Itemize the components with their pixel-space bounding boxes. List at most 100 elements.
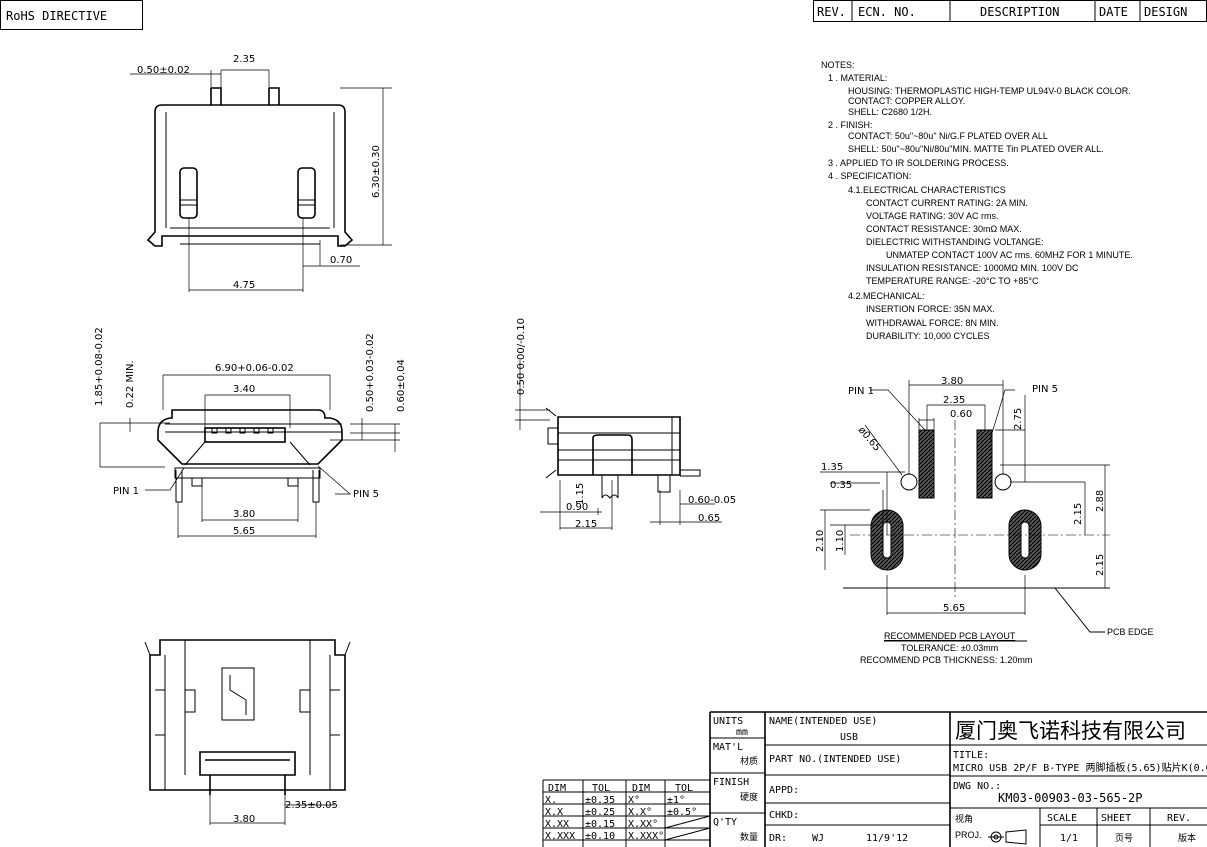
tol-cell: X.XX <box>545 819 569 830</box>
tol-cell: X. <box>545 795 557 806</box>
dim-label: 2.35 <box>233 54 255 65</box>
rohs-directive-box: RoHS DIRECTIVE <box>0 0 143 30</box>
finish-label: FINISH <box>713 777 749 788</box>
tol-cell: ±0.25 <box>585 807 615 818</box>
note-line: 1 . MATERIAL: <box>828 73 887 83</box>
name-value: USB <box>840 732 858 743</box>
dim-label: 1.10 <box>835 530 846 552</box>
ecn-header: ECN. NO. <box>858 5 916 19</box>
note-line: DIELECTRIC WITHSTANDING VOLTANGE: <box>866 237 1044 247</box>
pcb-layout-title: RECOMMENDED PCB LAYOUT <box>884 631 1016 641</box>
dim-label: 2.15 <box>1073 503 1084 525</box>
note-line: 4 . SPECIFICATION: <box>828 171 911 181</box>
note-line: 4.1.ELECTRICAL CHARACTERISTICS <box>848 185 1006 195</box>
dim-label: 5.65 <box>943 603 965 614</box>
dim-label: 0.60-0.05 <box>688 495 736 506</box>
dwg-no-label: DWG NO.: <box>953 781 1001 792</box>
qty-cn: 数量 <box>740 831 758 842</box>
notes: NOTES: 1 . MATERIAL: HOUSING: THERMOPLAS… <box>821 60 1133 341</box>
note-line: 3 . APPLIED TO IR SOLDERING PROCESS. <box>828 158 1009 168</box>
note-line: WITHDRAWAL FORCE: 8N MIN. <box>866 318 999 328</box>
matl-cn: 材质 <box>740 755 758 766</box>
dim-label: 3.80 <box>233 509 255 520</box>
tol-cell: X° <box>628 795 640 806</box>
dim-label: 1.35 <box>821 462 843 473</box>
bottom-view: 2.35±0.05 3.80 <box>144 639 351 825</box>
note-line: UNMATEP CONTACT 100V AC rms. 60MHZ FOR 1… <box>886 250 1133 260</box>
scale-label: SCALE <box>1047 813 1077 824</box>
date-header: DATE <box>1099 5 1128 19</box>
title-label: TITLE: <box>953 750 989 761</box>
title-value: MICRO USB 2P/F B-TYPE 两脚插板(5.65)贴片K(0.6) <box>953 761 1207 774</box>
top-view: 0.50±0.02 2.35 6.30±0.30 0.70 4.75 <box>130 54 392 292</box>
dim-label: 2.35±0.05 <box>285 800 338 811</box>
note-line: HOUSING: THERMOPLASTIC HIGH-TEMP UL94V-0… <box>848 86 1131 96</box>
dim-label: 6.90+0.06-0.02 <box>215 363 294 374</box>
dim-label: 3.80 <box>233 814 255 825</box>
tol-cell: ±0.5° <box>667 807 697 818</box>
matl-label: MAT'L <box>713 742 743 753</box>
dr-value: WJ <box>812 833 824 844</box>
pad-pin1 <box>918 429 935 499</box>
pcb-tolerance: TOLERANCE: ±0.03mm <box>901 643 998 653</box>
dim-label: 2.88 <box>1095 490 1106 512</box>
tol-cell: X.X <box>545 807 563 818</box>
dim-label: 0.50±0.02 <box>137 65 190 76</box>
qty-label: Q'TY <box>713 817 737 828</box>
tol-cell: X.X° <box>628 807 652 818</box>
dim-label: 0.50 0.00/-0.10 <box>516 318 527 395</box>
finish-cn: 硬度 <box>740 791 758 802</box>
tol-header: DIM <box>548 783 566 794</box>
units-value: mm <box>736 727 748 738</box>
dim-label: 0.50+0.03-0.02 <box>365 333 376 412</box>
tol-header: TOL <box>592 783 610 794</box>
dim-label: 0.90 <box>566 502 588 513</box>
tolerance-table: DIM TOL DIM TOL X. ±0.35 X° ±1° X.X ±0.2… <box>542 779 711 847</box>
dim-label: 5.65 <box>233 526 255 537</box>
dim-label: 2.75 <box>1013 408 1024 430</box>
dim-label: 1.15 <box>575 483 586 505</box>
dim-label: 2.15 <box>1095 554 1106 576</box>
note-line: TEMPERATURE RANGE: -20°C TO +85°C <box>866 276 1039 286</box>
note-line: SHELL: C2680 1/2H. <box>848 107 932 117</box>
dim-label: 0.60±0.04 <box>396 359 407 412</box>
sheet-label: SHEET <box>1101 813 1131 824</box>
name-label: NAME(INTENDED USE) <box>769 716 877 727</box>
pcb-thickness: RECOMMEND PCB THICKNESS: 1.20mm <box>860 655 1032 665</box>
tol-cell: X.XX° <box>628 819 658 830</box>
dim-label: 0.60 <box>950 409 972 420</box>
rev-header: REV. <box>817 5 846 19</box>
note-line: VOLTAGE RATING: 30V AC rms. <box>866 211 999 221</box>
dim-label: ø0.65 <box>856 425 883 454</box>
pcb-edge-label: PCB EDGE <box>1107 627 1154 637</box>
projection-symbol-icon <box>988 829 1027 845</box>
note-line: INSULATION RESISTANCE: 1000MΩ MIN. 100V … <box>866 263 1079 273</box>
pcb-layout: 3.80 2.35 0.60 2.75 ø0.65 1.35 0.35 2.10… <box>815 376 1154 665</box>
description-header: DESCRIPTION <box>980 5 1059 19</box>
note-line: 2 . FINISH: <box>828 120 873 130</box>
dim-label: 0.70 <box>330 255 352 266</box>
note-line: INSERTION FORCE: 35N MAX. <box>866 304 995 314</box>
dim-label: 2.15 <box>575 519 597 530</box>
chkd-label: CHKD: <box>769 810 799 821</box>
title-block: UNITS mm MAT'L 材质 FINISH 硬度 Q'TY 数量 NAME… <box>709 711 1207 847</box>
tol-cell: X.XXX <box>545 831 575 842</box>
revision-table: REV. ECN. NO. DESCRIPTION DATE DESIGN <box>813 0 1207 22</box>
rev-label: REV. <box>1167 813 1191 824</box>
note-line: CONTACT: COPPER ALLOY. <box>848 96 965 106</box>
side-view: 0.50 0.00/-0.10 1.15 0.90 2.15 0.60-0.05… <box>515 318 736 530</box>
dwg-no-value: KM03-00903-03-565-2P <box>998 791 1143 805</box>
note-line: CONTACT CURRENT RATING: 2A MIN. <box>866 198 1028 208</box>
note-line: NOTES: <box>821 60 855 70</box>
dim-label: 6.30±0.30 <box>371 145 382 198</box>
sheet-cn: 页号 <box>1115 833 1133 843</box>
tol-cell: ±0.10 <box>585 831 615 842</box>
tol-cell: ±0.35 <box>585 795 615 806</box>
pin5-label: PIN 5 <box>1032 384 1058 395</box>
rev-cn: 版本 <box>1178 832 1196 843</box>
rohs-label: RoHS DIRECTIVE <box>6 9 107 23</box>
pin5-label: PIN 5 <box>353 489 379 500</box>
tol-header: TOL <box>675 783 693 794</box>
note-line: CONTACT: 50u"~80u" Ni/G.F PLATED OVER AL… <box>848 131 1048 141</box>
